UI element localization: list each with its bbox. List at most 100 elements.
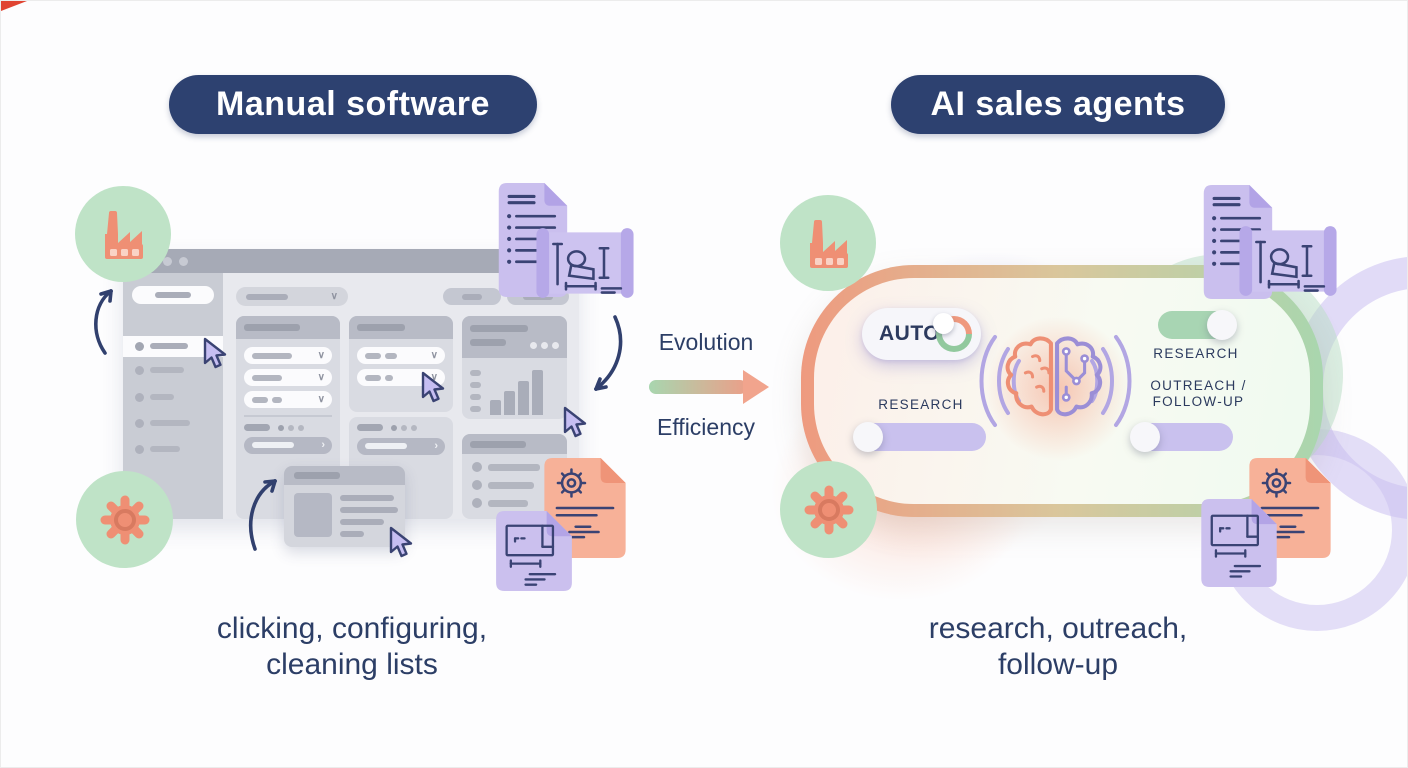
auto-toggle-label: AUTO: [879, 322, 941, 345]
popup-card: [284, 466, 405, 547]
dropdown-field[interactable]: ∨: [244, 391, 332, 408]
dropdown-field[interactable]: ∨: [244, 369, 332, 386]
research-toggle-off[interactable]: [853, 422, 986, 452]
sidebar-item-selected[interactable]: [123, 336, 223, 357]
placeholder-line: [488, 500, 528, 507]
toggle-knob: [853, 422, 883, 452]
auto-spinner-icon: [933, 313, 972, 352]
outreach-label-line-2: FOLLOW-UP: [1152, 394, 1245, 409]
outreach-toggle[interactable]: [1130, 422, 1233, 452]
cursor-icon: [563, 406, 587, 438]
next-button[interactable]: ›: [244, 437, 332, 454]
progress-pill: [357, 424, 383, 431]
evolution-label: Evolution: [658, 329, 754, 355]
chart-panel: [462, 316, 567, 419]
tick-line: [470, 406, 481, 412]
blueprint-scroll-icon: [536, 228, 634, 298]
right-caption-line-2: follow-up: [997, 648, 1119, 681]
curved-arrow-icon: [594, 315, 623, 391]
bullet-icon: [135, 393, 144, 402]
tick-line: [470, 382, 481, 388]
bullet-icon: [135, 366, 144, 375]
research-toggle-on[interactable]: [1158, 310, 1237, 340]
image-placeholder: [294, 493, 332, 537]
left-caption: clicking, configuring, cleaning lists: [171, 611, 533, 683]
right-caption-line-1: research, outreach,: [928, 612, 1188, 645]
blueprint-scroll-icon: [1239, 226, 1337, 296]
dot-icon: [541, 342, 548, 349]
panel-header: [349, 316, 453, 339]
tick-line: [470, 394, 481, 400]
cursor-icon: [203, 337, 227, 369]
sidebar-item[interactable]: [123, 445, 223, 455]
bullet-icon: [472, 462, 482, 472]
sidebar-search-input[interactable]: [132, 286, 214, 304]
dropdown-field[interactable]: ∨: [357, 347, 445, 364]
toggle-knob: [1130, 422, 1160, 452]
dot-icon: [552, 342, 559, 349]
toggle-knob: [1207, 310, 1237, 340]
placeholder-line: [470, 339, 506, 346]
tick-line: [470, 370, 481, 376]
placeholder-line: [470, 441, 526, 448]
placeholder-line: [523, 294, 553, 300]
toolbar-dropdown[interactable]: ∨: [236, 287, 348, 306]
progress-pill: [244, 424, 270, 431]
next-button[interactable]: ›: [357, 438, 445, 455]
spinner-knob: [933, 313, 954, 334]
dropdown-field[interactable]: ∨: [244, 347, 332, 364]
sidebar-item[interactable]: [123, 366, 223, 376]
window-button-icon[interactable]: [163, 257, 172, 266]
placeholder-line: [246, 294, 288, 300]
chevron-down-icon: ∨: [317, 350, 325, 361]
efficiency-label: Efficiency: [656, 414, 755, 440]
chevron-down-icon: ∨: [430, 350, 438, 361]
placeholder-line: [244, 324, 300, 331]
window-button-icon[interactable]: [179, 257, 188, 266]
chevron-down-icon: ∨: [430, 372, 438, 383]
research-toggle-left-label: RESEARCH: [878, 397, 964, 412]
dot-icon: [530, 342, 537, 349]
red-corner-mark: [1, 1, 27, 11]
placeholder-line: [272, 397, 282, 403]
chevron-down-icon: ∨: [330, 291, 338, 302]
left-title-pill: Manual software: [169, 75, 537, 134]
sidebar-item[interactable]: [123, 393, 223, 403]
panel-header: [462, 316, 567, 358]
step-dot-icon: [298, 425, 304, 431]
bullet-icon: [135, 445, 144, 454]
right-title-pill: AI sales agents: [891, 75, 1225, 134]
step-dot-icon: [401, 425, 407, 431]
blueprint-document-icon: [496, 511, 572, 591]
bullet-icon: [472, 498, 482, 508]
placeholder-line: [294, 472, 340, 479]
placeholder-line: [150, 367, 184, 373]
placeholder-line: [365, 353, 381, 359]
placeholder-line: [488, 482, 534, 489]
factory-icon: [105, 211, 143, 259]
ai-brain-icon: [1005, 336, 1103, 417]
placeholder-line: [340, 531, 364, 537]
blueprint-document-icon: [1201, 499, 1277, 587]
panel-header: [236, 316, 340, 339]
bullet-icon: [472, 480, 482, 490]
placeholder-line: [340, 495, 394, 501]
toolbar-button[interactable]: [443, 288, 501, 305]
placeholder-line: [340, 507, 398, 513]
placeholder-line: [155, 292, 191, 298]
step-dot-icon: [278, 425, 284, 431]
chevron-down-icon: ∨: [317, 372, 325, 383]
outreach-toggle-label: OUTREACH / FOLLOW-UP: [1121, 378, 1276, 410]
placeholder-line: [150, 343, 188, 349]
sidebar-item[interactable]: [123, 419, 223, 429]
chevron-down-icon: ∨: [317, 394, 325, 405]
placeholder-line: [357, 324, 405, 331]
left-title-text: Manual software: [216, 85, 490, 123]
placeholder-line: [252, 442, 294, 448]
placeholder-line: [150, 394, 174, 400]
research-toggle-top-label: RESEARCH: [1153, 346, 1239, 361]
bullet-icon: [135, 342, 144, 351]
manual-software-window: ∨ ∨ ∨ ∨: [123, 249, 579, 547]
gear-icon: [804, 485, 853, 534]
auto-toggle[interactable]: AUTO: [862, 308, 981, 360]
